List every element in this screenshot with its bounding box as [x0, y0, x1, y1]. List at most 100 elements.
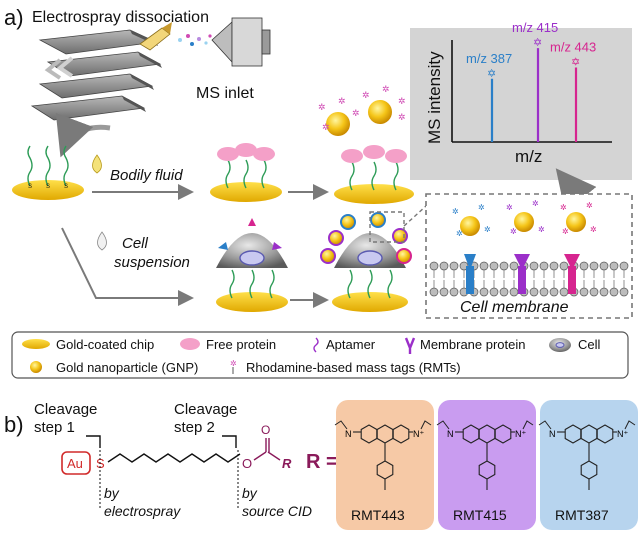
spectrum-ylabel: MS intensity	[425, 51, 444, 144]
rhodamine-structures: N N⁺ N N⁺ N N⁺	[334, 420, 636, 490]
rmt-443-box: RMT443	[336, 400, 434, 530]
svg-text:✲: ✲	[510, 227, 517, 236]
svg-text:✲: ✲	[484, 225, 491, 234]
gold-chip-icon	[22, 339, 50, 349]
legend: Gold-coated chip Free protein Aptamer Me…	[11, 331, 629, 379]
svg-text:✲: ✲	[456, 229, 463, 238]
au-label: Au	[67, 456, 83, 471]
rmt-icon: ✲	[230, 359, 237, 374]
svg-text:✲: ✲	[560, 203, 567, 212]
svg-text:✲: ✲	[532, 199, 539, 208]
zoom-connector	[403, 205, 427, 227]
chip-stack	[30, 29, 162, 121]
droplet-icon-fluid	[92, 154, 102, 174]
rhodamine-structure: N N⁺	[538, 420, 636, 490]
peak-label: m/z 415	[512, 20, 558, 35]
svg-text:N: N	[345, 429, 352, 439]
rmt-387-box: RMT387	[540, 400, 638, 530]
source-cid-label: source CID	[242, 503, 312, 519]
cell-with-gnp	[320, 211, 412, 312]
svg-text:✲: ✲	[590, 225, 597, 234]
spectrum-peaks: ✡ m/z 387 ✡ m/z 415 ✡ m/z 443	[466, 20, 596, 142]
r-label: R	[282, 456, 292, 471]
by-label-2: by	[242, 485, 258, 501]
spectrum-xlabel: m/z	[515, 147, 542, 166]
svg-text:✲: ✲	[382, 84, 390, 94]
o-label: O	[242, 456, 252, 471]
rmt-443-label: RMT443	[351, 507, 405, 523]
chip-with-gnp: ✲✲ ✲✲ ✲✲ ✲✲	[318, 84, 414, 204]
legend-membrane-protein: Membrane protein	[420, 337, 526, 352]
svg-text:✲: ✲	[452, 207, 459, 216]
svg-text:✲: ✲	[538, 225, 545, 234]
rmt-415-box: RMT415	[438, 400, 536, 530]
svg-text:N⁺: N⁺	[413, 429, 424, 439]
membrane-inset: ✲✲ ✲✲ ✲✲ ✲✲ ✲✲ ✲✲ Cell membrane	[425, 193, 633, 319]
svg-text:N⁺: N⁺	[515, 429, 526, 439]
rhodamine-structure: N N⁺	[436, 420, 534, 490]
cleavage2-line1: Cleavage	[174, 401, 237, 418]
gnp-icon	[30, 361, 42, 373]
cleavage1-line2: step 1	[34, 419, 75, 436]
svg-text:✲: ✲	[338, 96, 346, 106]
electrospray-label: electrospray	[104, 503, 181, 519]
peak-label: m/z 443	[550, 40, 596, 55]
spectrum-panel: MS intensity m/z ✡ m/z 387 ✡ m/z 415 ✡ m/z 44…	[410, 20, 632, 180]
membrane-protein-icon	[404, 337, 416, 354]
panel-b-letter: b)	[4, 412, 24, 437]
panel-a-title: Electrospray dissociation	[32, 9, 209, 26]
rhodamine-structure: N N⁺	[334, 420, 432, 490]
svg-text:✲: ✲	[352, 108, 360, 118]
by-label-1: by	[104, 485, 120, 501]
svg-text:N: N	[447, 429, 454, 439]
linker-structure: Au S O O R	[61, 423, 292, 510]
legend-rmt: Rhodamine-based mass tags (RMTs)	[246, 360, 461, 375]
svg-text:N: N	[549, 429, 556, 439]
gold-chip-start: S S S	[12, 145, 84, 200]
svg-text:✲: ✲	[362, 90, 370, 100]
peak-tag-icon: ✡	[533, 37, 542, 49]
cell-membrane-label: Cell membrane	[460, 299, 569, 316]
bodily-fluid-label: Bodily fluid	[110, 167, 183, 184]
svg-text:✲: ✲	[318, 102, 326, 112]
svg-text:N⁺: N⁺	[617, 429, 628, 439]
free-protein-icon	[180, 338, 200, 350]
peak-tag-icon: ✡	[487, 68, 496, 80]
svg-text:✲: ✲	[506, 203, 513, 212]
svg-text:✲: ✲	[562, 227, 569, 236]
peak-label: m/z 387	[466, 51, 512, 66]
cell-label-2: suspension	[114, 254, 190, 271]
peak-tag-icon: ✡	[571, 57, 580, 69]
legend-cell: Cell	[578, 337, 601, 352]
ms-inlet-icon	[211, 17, 271, 67]
aptamer-icon	[313, 337, 319, 353]
rmt-387-label: RMT387	[555, 507, 609, 523]
svg-text:S: S	[28, 184, 32, 190]
legend-gold-chip: Gold-coated chip	[56, 337, 154, 352]
svg-text:✲: ✲	[230, 359, 237, 368]
cleavage2-line2: step 2	[174, 419, 215, 436]
legend-gnp: Gold nanoparticle (GNP)	[56, 360, 198, 375]
svg-text:✲: ✲	[398, 96, 406, 106]
svg-text:✲: ✲	[322, 122, 330, 132]
chip-with-protein	[210, 143, 282, 202]
svg-text:O: O	[261, 423, 270, 437]
emitter-icon	[139, 22, 172, 51]
droplet-icon-cell	[97, 231, 107, 251]
cleavage1-line1: Cleavage	[34, 401, 97, 418]
svg-text:S: S	[64, 184, 68, 190]
rmt-415-label: RMT415	[453, 507, 507, 523]
legend-free-protein: Free protein	[206, 337, 276, 352]
svg-text:✲: ✲	[586, 201, 593, 210]
arrow-cell-path	[61, 227, 194, 306]
spray-ions	[178, 34, 212, 46]
svg-text:S: S	[46, 184, 50, 190]
svg-text:✲: ✲	[398, 112, 406, 122]
panel-a-letter: a)	[4, 5, 24, 30]
legend-aptamer: Aptamer	[326, 337, 376, 352]
cell-icon	[549, 338, 571, 352]
r-equals: R =	[306, 451, 338, 473]
cell-label-1: Cell	[122, 235, 149, 252]
arrow-to-chip	[55, 112, 111, 158]
cell-on-chip	[216, 218, 288, 312]
